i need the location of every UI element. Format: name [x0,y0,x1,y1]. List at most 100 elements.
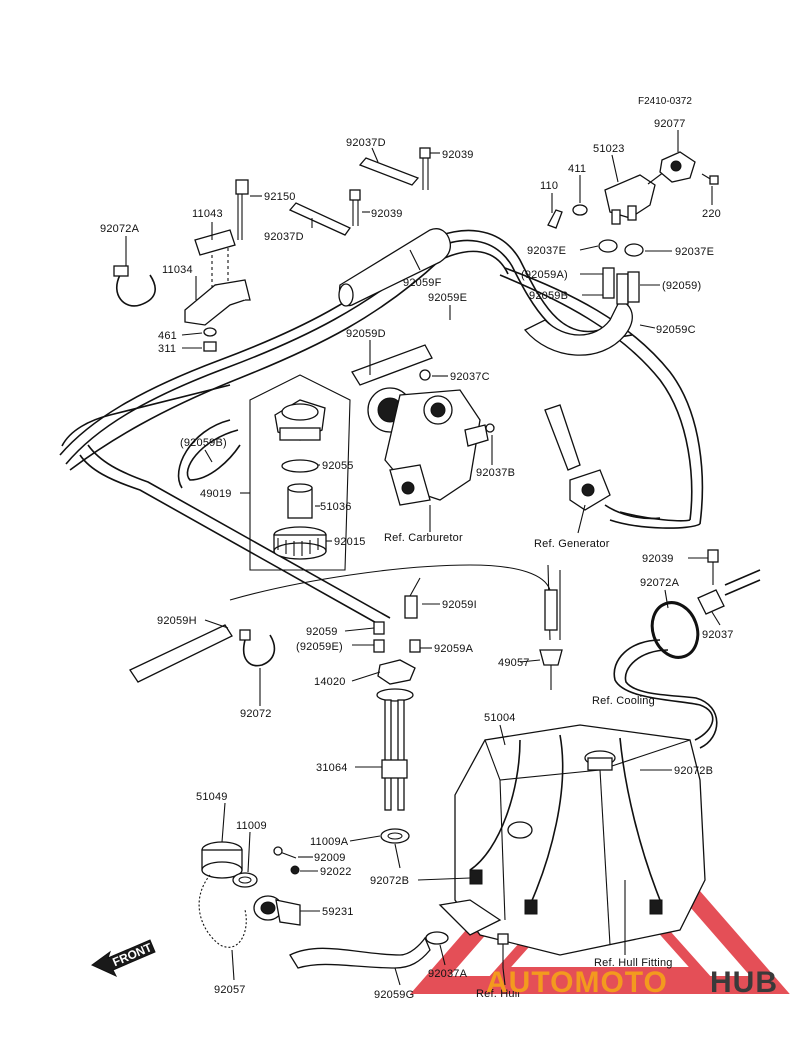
label-92037B: 92037B [476,467,515,479]
label-ref-hull: Ref. Hull [476,988,520,1000]
filter-head [274,399,326,441]
fuel-filter-group-49019 [249,374,351,571]
watermark-part2: HUB [710,966,778,999]
label-92059A: 92059A [434,643,474,655]
fuel-valve-51023 [604,171,665,225]
washer-461 [203,327,217,337]
filter-bowl-nut-92015 [273,526,327,560]
clamp-92072A-right [650,601,700,659]
label-92059G: 92059G [374,989,414,1001]
screw-110 [547,209,563,229]
label-92039-top: 92039 [442,149,474,161]
filler-neck-59231 [253,895,301,926]
label-411: 411 [568,163,586,175]
label-92037A: 92037A [428,968,468,980]
label-92072: 92072 [240,708,272,720]
label-92059F: 92059F [403,277,442,289]
label-51049: 51049 [196,791,228,803]
label-92009: 92009 [314,852,346,864]
bracket-11034 [184,279,251,326]
washer-411 [572,204,588,216]
clamp-92037B [485,423,495,433]
bolt-92150 [235,179,249,240]
label-92059D: 92059D [346,328,386,340]
bolt-92039-mid [349,189,361,226]
label-11034: 11034 [162,264,193,276]
figure-code: F2410-0372 [638,96,692,107]
label-92039-right: 92039 [642,553,674,565]
label-92059B: 92059B [529,290,568,302]
label-92037D-mid: 92037D [264,231,304,243]
label-92072B-mid: 92072B [370,875,409,887]
label-92059E-paren: (92059E) [296,641,343,653]
label-92039-mid: 92039 [371,208,403,220]
watermark-text: AUTOMOTO HUB [486,966,778,999]
label-92055: 92055 [322,460,354,472]
clamp-92037D-top [358,157,420,186]
bracket-11043 [194,229,236,290]
washer-92022 [290,865,300,875]
screw-220 [701,173,719,185]
label-92059-mid: 92059 [306,626,338,638]
label-220: 220 [702,208,721,220]
filler-cap-51049 [201,841,243,879]
label-92072A-left: 92072A [100,223,140,235]
clamp-92037E [598,239,644,257]
label-51023: 51023 [593,143,625,155]
o-ring-92055 [281,459,319,473]
generator-fitting [544,404,661,520]
label-92059H: 92059H [157,615,197,627]
hose-92059B [186,429,241,481]
label-ref-carburetor: Ref. Carburetor [384,532,463,544]
label-14020: 14020 [314,676,346,688]
label-92059C: 92059C [656,324,696,336]
label-11043: 11043 [192,208,223,220]
label-92037C: 92037C [450,371,490,383]
clamp-92037 [697,589,725,615]
hull-fitting-bolt [497,933,509,968]
label-92059E: 92059E [428,292,467,304]
filter-element-51036 [287,483,313,519]
label-92059-paren: (92059) [662,280,701,292]
label-ref-generator: Ref. Generator [534,538,610,550]
label-51004: 51004 [484,712,516,724]
label-92059I: 92059I [442,599,477,611]
bolt-92039-top [419,147,431,190]
label-311: 311 [158,343,176,355]
clamp-92037D-mid [288,202,351,236]
carburetor [367,387,489,525]
front-arrow-label: FRONT [110,940,154,969]
hose-92059I [404,595,418,619]
hose-92059H [129,624,233,683]
label-92037E-left: 92037E [527,245,566,257]
clamp-92072A-left [113,265,156,307]
knob-92077 [659,151,696,183]
clamp-92037A [425,931,449,945]
breather-49057 [539,589,563,690]
cooling-hose [613,639,718,749]
clamp-92072 [239,629,276,667]
nut-14020 [377,659,416,685]
hose-92059E [373,639,385,653]
label-92072A-right: 92072A [640,577,680,589]
front-direction-arrow: FRONT [91,939,156,978]
hose-stub-right [724,569,761,586]
leader-lines [125,130,721,986]
label-92150: 92150 [264,191,296,203]
label-92037E-right: 92037E [675,246,714,258]
hose-92059D [351,344,433,386]
label-51036: 51036 [320,501,352,513]
label-92022: 92022 [320,866,352,878]
label-11009: 11009 [236,820,267,832]
label-ref-cooling: Ref. Cooling [592,695,655,707]
label-110: 110 [540,180,558,192]
label-31064: 31064 [316,762,348,774]
label-92059A-paren: (92059A) [521,269,568,281]
label-49019: 49019 [200,488,232,500]
hose-92059A [409,639,421,653]
hose-92059-stubs [602,267,640,305]
screw-92009 [273,846,297,859]
label-92015: 92015 [334,536,366,548]
label-92037D-top: 92037D [346,137,386,149]
